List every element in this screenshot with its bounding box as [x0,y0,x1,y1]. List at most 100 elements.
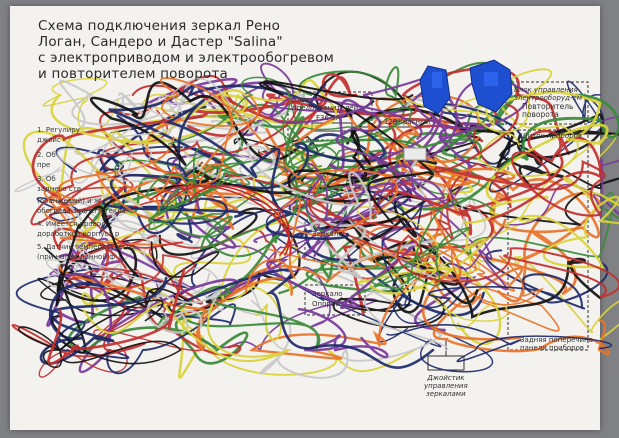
note-line: (при налич данной ф [37,253,116,261]
wire [372,129,602,221]
blue-connectors [403,59,513,161]
wire [56,205,140,354]
wire [371,197,495,290]
joystick-label-line: управления [424,382,468,390]
fuse-block-label-line: предохранителей [292,104,359,112]
wire [372,242,602,319]
note-line: доработкой корпуса р [37,230,120,238]
wire [253,162,423,243]
side-label: Зеркало [312,290,343,298]
title-line: Схема подключения зеркал Рено [38,18,281,34]
wire [395,160,487,242]
wire [47,268,186,365]
wire [434,103,606,217]
note-line: заднего сте [37,185,82,193]
wire [172,268,435,369]
wire [145,119,251,212]
note-line: 2. Об [37,151,56,159]
wire [259,271,443,379]
wire [154,285,321,351]
repeater-label: Повторитель поворота [522,103,573,119]
connector-left-tab [432,72,442,88]
control-block-label-line: электрооборуд-ем [514,94,583,102]
note-line: обогрева заднег стекла. [37,207,129,215]
fuse-label: F36 5A [316,114,341,122]
wire [100,174,251,284]
wire [165,98,349,240]
fuse-block-label: Блок предохранителей [292,96,358,112]
wire [108,83,327,164]
wire [404,68,553,133]
wire [189,184,290,256]
connector-right-tab [484,72,498,86]
wire [346,212,449,351]
wire [350,192,619,298]
wire [297,307,389,359]
side-label: Зеркало [312,230,343,238]
wire [90,78,277,180]
repeater-label-line: Повторитель [522,102,574,111]
wire [478,90,609,205]
wire [308,202,619,299]
wire [266,239,545,306]
note-line: джойс [37,136,61,144]
crossbar-label: Задняя поперечина панели приборов [520,336,593,352]
wire [145,241,220,306]
wire [256,72,370,315]
title-line: с электроприводом и электрообогревом [38,50,335,66]
wire [386,324,612,363]
joystick-label: Джойстик управления зеркалами [424,374,468,398]
wire [58,240,418,344]
joystick-connector [427,355,465,371]
title-line: и повторителем поворота [38,66,229,82]
wire-color-label: Красный [398,118,431,126]
wire [310,221,435,281]
note-line: 3. Об [37,175,56,183]
wire [485,249,609,310]
wire [37,238,167,317]
wire [59,79,191,137]
wire [359,226,516,292]
control-block-label-line: Блок управления [514,86,578,94]
wire [220,175,289,341]
wire [55,145,282,237]
wire [233,251,442,360]
voltage-label: +12В [378,118,398,126]
wire [313,164,455,258]
wire [18,299,182,369]
crossbar-label-line: панели приборов [520,344,585,352]
wire [56,303,237,375]
wire [335,109,473,168]
note-line: пре [37,161,51,169]
note-line: 1. Регулиру [37,126,80,134]
note-line: 4. Имеется провод [37,220,106,228]
wire [206,239,493,373]
white-plug [403,147,427,161]
repeater-label-line: поворота [522,110,559,119]
joystick-label-line: Джойстик [427,374,465,382]
wire [39,276,168,365]
wire-harness [11,61,619,379]
wire [159,77,259,189]
wire [362,187,563,309]
control-block-label: Блок управления электрооборуд-ем [514,86,582,102]
crossbar-label-line: Задняя поперечина [520,336,593,344]
wire [82,300,290,363]
wire [90,93,305,225]
wire [11,303,147,358]
note-line: 5. Датчик температуры по [37,243,136,251]
wire [228,106,399,294]
side-label: Опорно [312,300,340,308]
note-line: (оранжевый) и ж [37,197,101,205]
dashboard-label: Щиток приборов [520,132,583,140]
wire [498,112,619,190]
title-line: Логан, Сандеро и Дастер "Salina" [38,34,283,50]
wire [142,77,292,137]
document-title: Схема подключения зеркал Рено Логан, Сан… [38,18,338,82]
wire [324,195,430,249]
fuse-block-label-line: Блок [292,96,310,104]
wire [144,146,246,238]
joystick-label-line: зеркалами [426,390,466,398]
connector-left [419,65,451,115]
